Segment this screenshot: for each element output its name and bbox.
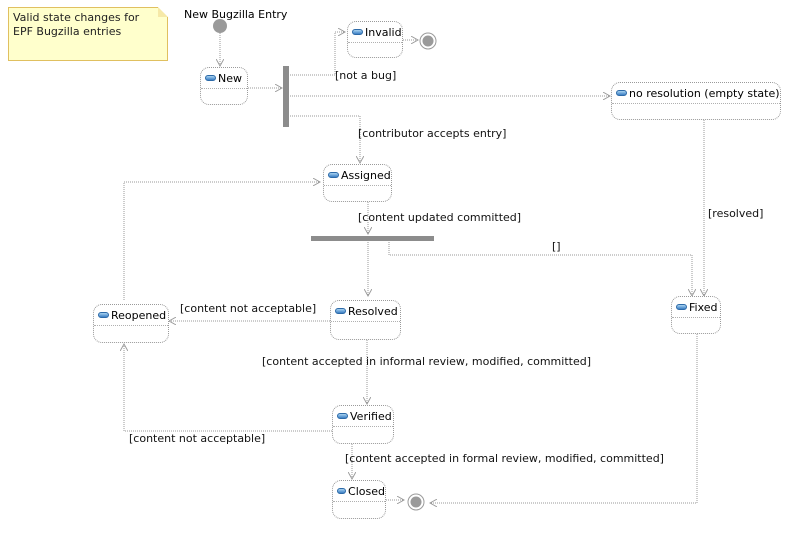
fork-bar — [283, 66, 289, 127]
state-label: Closed — [348, 484, 385, 498]
guard-contributor-accepts: [contributor accepts entry] — [358, 127, 507, 140]
guard-resolved: [resolved] — [708, 207, 764, 220]
state-icon — [337, 488, 347, 494]
state-resolved[interactable]: Resolved — [330, 300, 401, 340]
join-bar — [311, 236, 434, 241]
guard-not-a-bug: [not a bug] — [335, 69, 397, 82]
state-new[interactable]: New — [200, 67, 248, 105]
state-icon — [98, 312, 109, 318]
state-invalid[interactable]: Invalid — [347, 21, 403, 58]
transition-reopened-assigned — [123, 182, 320, 300]
final-node-invalid — [419, 32, 437, 50]
state-icon — [676, 304, 687, 310]
state-label: Invalid — [365, 25, 402, 39]
initial-node — [213, 19, 227, 33]
state-assigned[interactable]: Assigned — [323, 164, 392, 202]
diagram-note: Valid state changes for EPF Bugzilla ent… — [8, 7, 168, 61]
note-line-1: Valid state changes for — [13, 11, 140, 24]
initial-node-label: New Bugzilla Entry — [184, 8, 288, 21]
state-label: no resolution (empty state) — [629, 86, 780, 100]
state-icon — [352, 29, 363, 35]
state-icon — [205, 75, 216, 81]
state-icon — [616, 90, 627, 96]
transition-fixed-final — [430, 334, 698, 503]
guard-not-acceptable-resolved: [content not acceptable] — [180, 302, 317, 315]
state-closed[interactable]: Closed — [332, 480, 386, 519]
guard-formal-review: [content accepted in formal review, modi… — [345, 452, 664, 465]
state-label: Verified — [350, 409, 392, 423]
state-label: Assigned — [341, 168, 391, 182]
guard-content-updated: [content updated committed] — [358, 211, 522, 224]
state-icon — [337, 413, 348, 419]
final-node-closed — [407, 493, 425, 511]
transition-verified-reopened — [124, 344, 332, 432]
guard-empty: [] — [552, 240, 561, 253]
state-icon — [335, 308, 346, 314]
state-label: New — [218, 71, 242, 85]
state-verified[interactable]: Verified — [332, 405, 394, 444]
state-reopened[interactable]: Reopened — [93, 304, 169, 343]
state-fixed[interactable]: Fixed — [671, 296, 721, 334]
transition-join-fixed — [388, 242, 692, 296]
note-line-2: EPF Bugzilla entries — [13, 25, 122, 38]
state-no-resolution[interactable]: no resolution (empty state) — [611, 82, 781, 120]
state-label: Reopened — [111, 308, 167, 322]
transition-fork-invalid — [290, 32, 345, 76]
transition-fork-assigned — [290, 115, 360, 163]
state-icon — [328, 172, 339, 178]
guard-informal-review: [content accepted in informal review, mo… — [262, 355, 592, 368]
state-label: Resolved — [348, 304, 398, 318]
guard-not-acceptable-verified: [content not acceptable] — [129, 432, 266, 445]
state-label: Fixed — [689, 300, 718, 314]
